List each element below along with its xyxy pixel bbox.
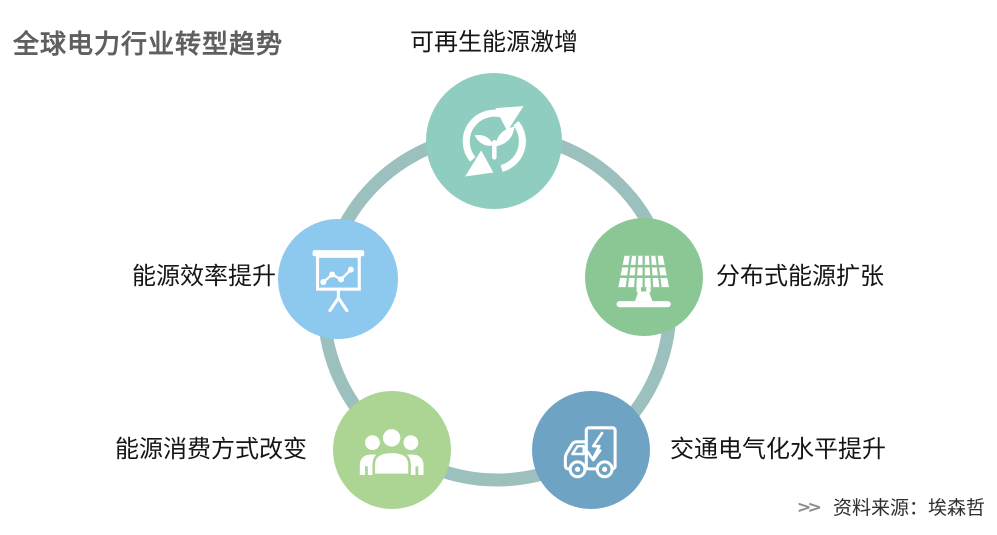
solar-panel-icon: [616, 255, 672, 308]
node-distributed-energy: [585, 218, 703, 336]
recycle-leaf-icon: [462, 105, 526, 177]
node-transport-electrification: [532, 391, 650, 509]
electric-truck-icon: [564, 426, 617, 479]
people-group-icon: [360, 426, 424, 477]
label-consumption-change: 能源消费方式改变: [115, 437, 307, 463]
node-renewable-energy: [426, 73, 562, 209]
label-distributed-energy: 分布式能源扩张: [716, 264, 884, 290]
source-text: 资料来源：埃森哲: [832, 498, 985, 519]
label-renewable-energy: 可再生能源激增: [410, 30, 578, 56]
page-title: 全球电力行业转型趋势: [13, 29, 284, 59]
label-transport-electrification: 交通电气化水平提升: [670, 437, 886, 463]
node-consumption-change: [333, 391, 451, 509]
chevrons-icon: >>: [797, 496, 821, 517]
node-energy-efficiency: [278, 219, 398, 339]
label-energy-efficiency: 能源效率提升: [132, 264, 276, 290]
presentation-chart-icon: [312, 249, 364, 312]
source-attribution: >> 资料来源：埃森哲: [798, 493, 985, 520]
